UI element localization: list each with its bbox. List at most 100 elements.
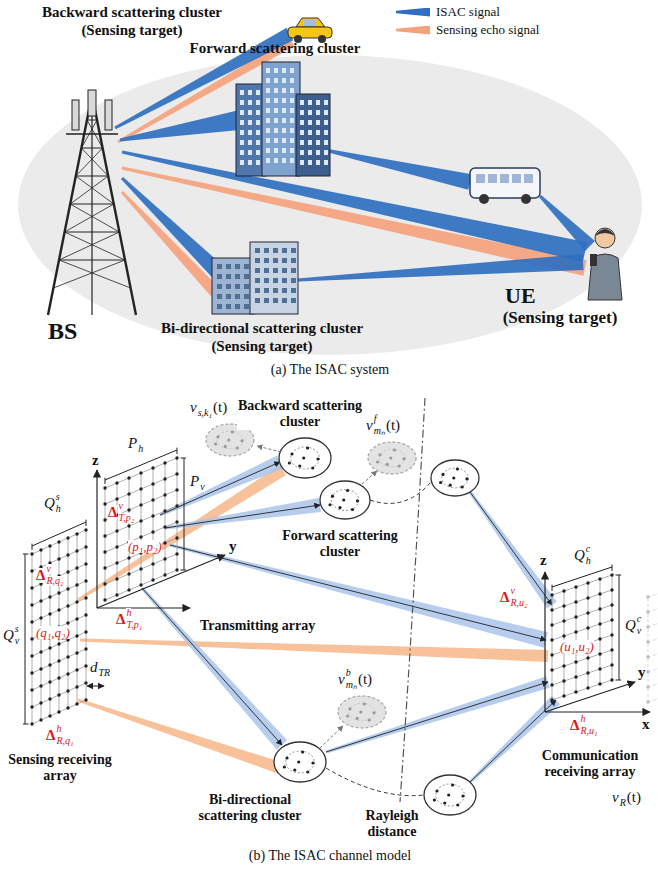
legend: ISAC signalSensing echo signal	[396, 3, 539, 39]
antenna-element	[586, 626, 589, 629]
antenna-element	[550, 608, 553, 611]
math-symbol: v	[46, 564, 50, 574]
antenna-element	[610, 648, 613, 651]
building-window	[316, 120, 320, 125]
building-window	[290, 118, 294, 123]
legend-text: Sensing echo signal	[436, 23, 539, 37]
antenna-element	[66, 570, 69, 573]
antenna-element	[163, 525, 166, 528]
tower-brace	[53, 260, 125, 288]
antenna-element	[163, 493, 166, 496]
scatterer	[346, 489, 349, 492]
velocity-arrow	[257, 446, 281, 452]
car-roof	[296, 18, 325, 27]
building-window	[217, 284, 222, 289]
velocity-arrow	[320, 726, 343, 748]
grid-line	[32, 683, 86, 707]
scatterer	[328, 503, 331, 506]
scatterer	[285, 756, 288, 759]
tower-brace	[76, 176, 108, 177]
cluster-outline	[279, 438, 331, 478]
antenna-element	[39, 667, 42, 670]
antenna-element	[163, 573, 166, 576]
building-window	[308, 150, 312, 155]
propagation-arrow	[326, 682, 548, 752]
antenna-element	[115, 561, 118, 564]
antenna-element	[103, 486, 106, 489]
scatterer	[449, 484, 452, 487]
building-window	[316, 160, 320, 165]
antenna-element	[574, 585, 577, 588]
user-head	[595, 228, 615, 248]
tower-brace	[65, 232, 120, 233]
building-window	[266, 108, 270, 113]
scatterer	[301, 750, 304, 753]
grid-line	[552, 605, 612, 625]
antenna-element	[30, 671, 33, 674]
building-window	[240, 110, 244, 115]
building-window	[300, 160, 304, 165]
scatterer	[439, 481, 442, 484]
antenna-element	[550, 683, 553, 686]
antenna-element	[39, 616, 42, 619]
scatterer	[348, 707, 351, 710]
building-window	[244, 294, 249, 299]
channel-model-panel	[23, 398, 658, 815]
building-window	[248, 110, 252, 115]
math-symbol: v	[510, 586, 514, 596]
grid-line	[552, 635, 612, 655]
scatterer	[214, 442, 217, 445]
grid-line	[105, 522, 177, 552]
building-window	[264, 288, 269, 293]
grid-line	[552, 680, 612, 700]
building-window	[255, 248, 260, 253]
cluster-outline	[424, 775, 476, 815]
math-symbol: Δ	[116, 612, 125, 627]
antenna-element	[610, 633, 613, 636]
legend-swatch	[396, 8, 430, 17]
antenna-element	[562, 589, 565, 592]
antenna-element	[163, 477, 166, 480]
math-symbol: T,p₂	[118, 513, 134, 523]
bidirectional-building	[212, 242, 298, 314]
subfigure-caption: (b) The ISAC channel model	[249, 848, 411, 864]
building-window	[282, 298, 287, 303]
building-window	[290, 78, 294, 83]
math-symbol: Q	[44, 496, 55, 511]
tower-brace	[59, 232, 119, 260]
tower-brace	[70, 204, 119, 232]
scatterer	[451, 783, 454, 786]
antenna-element	[66, 536, 69, 539]
moving-cluster	[368, 442, 416, 474]
antenna-element	[574, 660, 577, 663]
antenna-element	[646, 595, 649, 598]
moved-receiving-array	[646, 575, 658, 703]
antenna-element	[30, 620, 33, 623]
building-window	[240, 150, 244, 155]
scatterer	[461, 794, 464, 797]
virtual-link	[370, 482, 431, 503]
antenna-element	[127, 572, 130, 575]
building-window	[266, 78, 270, 83]
antenna-element	[48, 595, 51, 598]
grid-line	[32, 666, 86, 690]
grid-line	[552, 575, 612, 595]
tower-leg	[92, 95, 136, 315]
math-symbol: v	[338, 672, 345, 687]
antenna-element	[30, 654, 33, 657]
bracket-line	[25, 554, 26, 724]
building-window	[282, 258, 287, 263]
building-window	[248, 160, 252, 165]
bus-body	[470, 168, 540, 198]
bracket-tick	[105, 478, 106, 484]
coverage-area	[18, 55, 642, 355]
antenna-element	[127, 492, 130, 495]
antenna-element	[84, 681, 87, 684]
axis-label: y	[638, 664, 646, 681]
grid-line	[105, 490, 177, 520]
antenna-element	[75, 549, 78, 552]
building-window	[273, 288, 278, 293]
scatterer	[298, 464, 301, 467]
bracket-line	[105, 450, 177, 480]
building-window	[282, 98, 286, 103]
